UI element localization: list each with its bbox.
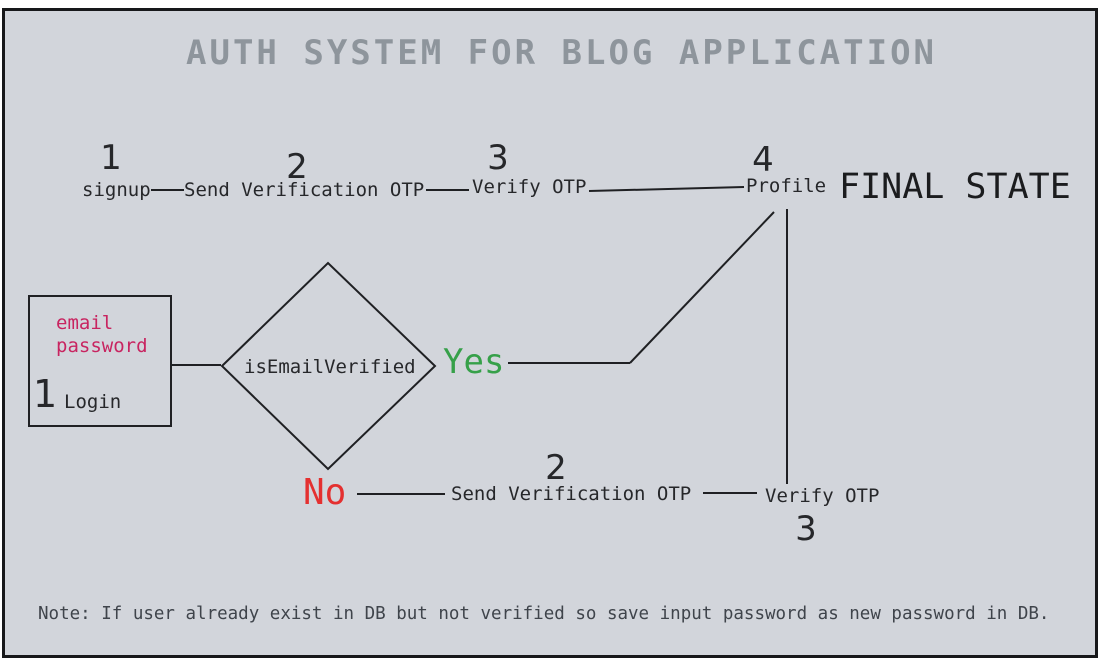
decision-label: isEmailVerified	[244, 356, 416, 378]
login-step-number: 1	[33, 372, 58, 416]
footnote: Note: If user already exist in DB but no…	[38, 604, 1050, 624]
step-number-1: 1	[100, 138, 122, 178]
node-send-verification-otp: Send Verification OTP	[184, 179, 425, 201]
step-number-2: 2	[286, 147, 308, 187]
decision-diamond-shape	[220, 261, 437, 471]
retry-node-verify-otp: Verify OTP	[765, 485, 880, 507]
step-number-4: 4	[752, 140, 774, 180]
retry-step-number-3: 3	[795, 509, 817, 549]
final-state-label: FINAL STATE	[839, 167, 1071, 207]
connector-yes-diagonal-to-profile	[629, 211, 775, 364]
node-verify-otp: Verify OTP	[472, 176, 587, 198]
retry-node-send-verification-otp: Send Verification OTP	[451, 483, 692, 505]
branch-yes-label: Yes	[443, 342, 505, 382]
branch-no-label: No	[303, 472, 347, 513]
page-title: AUTH SYSTEM FOR BLOG APPLICATION	[186, 33, 938, 73]
login-field-password: password	[56, 335, 148, 357]
node-profile: Profile	[746, 175, 827, 197]
login-field-email: email	[56, 312, 114, 334]
node-signup: signup	[82, 179, 151, 201]
login-box: email password 1 Login	[28, 295, 172, 427]
retry-step-number-2: 2	[545, 448, 567, 488]
step-number-3: 3	[487, 138, 509, 178]
connector-verifyotp-profile	[588, 186, 745, 192]
diagram-border-frame	[2, 8, 1098, 658]
login-label: Login	[64, 391, 122, 413]
